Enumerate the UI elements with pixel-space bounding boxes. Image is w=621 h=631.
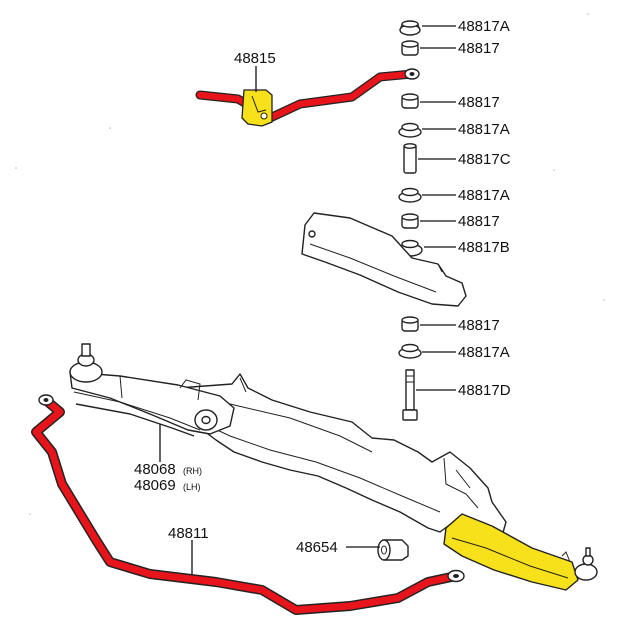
label-48811: 48811 [168, 525, 209, 542]
control-arm-48068-48069 [69, 343, 235, 437]
label-48817A-4: 48817A [458, 344, 510, 361]
part-48817-bushing-4 [401, 316, 419, 332]
upper-sway-bar-red [196, 70, 416, 122]
lower-ball-joint [574, 563, 598, 581]
lower-control-arm [443, 513, 598, 591]
label-48817-1: 48817 [458, 40, 500, 57]
strut-arm-hole [308, 230, 316, 238]
lower-control-arm-yellow [443, 513, 579, 591]
label-48817D: 48817D [458, 382, 511, 399]
part-48817A-washer-4 [398, 343, 422, 359]
upper-sway-bar-eye-hole [409, 72, 415, 76]
part-48817A-washer-2 [398, 122, 422, 138]
label-48817A-1: 48817A [458, 18, 510, 35]
part-48817A-washer-3 [398, 187, 422, 203]
label-48815: 48815 [234, 50, 276, 67]
part-48817-bushing-2 [401, 93, 419, 109]
label-48817B: 48817B [458, 239, 510, 256]
label-48069: 48069 [134, 477, 176, 494]
label-48817-4: 48817 [458, 317, 500, 334]
label-48068-side: (RH) [183, 466, 202, 476]
label-48817C: 48817C [458, 151, 511, 168]
crossmember [177, 373, 507, 537]
strut-arm-edge [309, 243, 437, 293]
lower-sway-bar-red [32, 398, 460, 614]
end-link-bushing-48654 [377, 539, 409, 561]
crossmember-crease [195, 419, 441, 513]
label-48817A-3: 48817A [458, 187, 510, 204]
part-48817D-bolt [402, 369, 418, 421]
control-arm-body [69, 371, 235, 435]
upper-sway-bar-48815 [195, 68, 420, 127]
part-48817A-top [399, 20, 421, 36]
upper-sway-bar-bracket-bolt [260, 112, 268, 120]
upper-sway-bar-bracket [251, 95, 267, 113]
strut-arm-plate [301, 212, 467, 307]
label-48817-2: 48817 [458, 94, 500, 111]
label-48817-3: 48817 [458, 213, 500, 230]
ball-joint-nut [81, 343, 91, 357]
leader-lines [159, 25, 456, 574]
label-48817A-2: 48817A [458, 121, 510, 138]
label-48068: 48068 [134, 461, 176, 478]
lower-sway-bar-48811 [31, 394, 465, 615]
part-48817-bushing-1 [401, 40, 419, 56]
part-48817C-sleeve [403, 143, 417, 174]
label-48069-side: (LH) [183, 482, 201, 492]
scan-specks [15, 13, 605, 515]
label-48654: 48654 [296, 539, 338, 556]
part-labels: 48817A 48817 48817 48817A 48817C 48817A … [134, 18, 511, 556]
part-48817-bushing-3 [401, 213, 419, 229]
